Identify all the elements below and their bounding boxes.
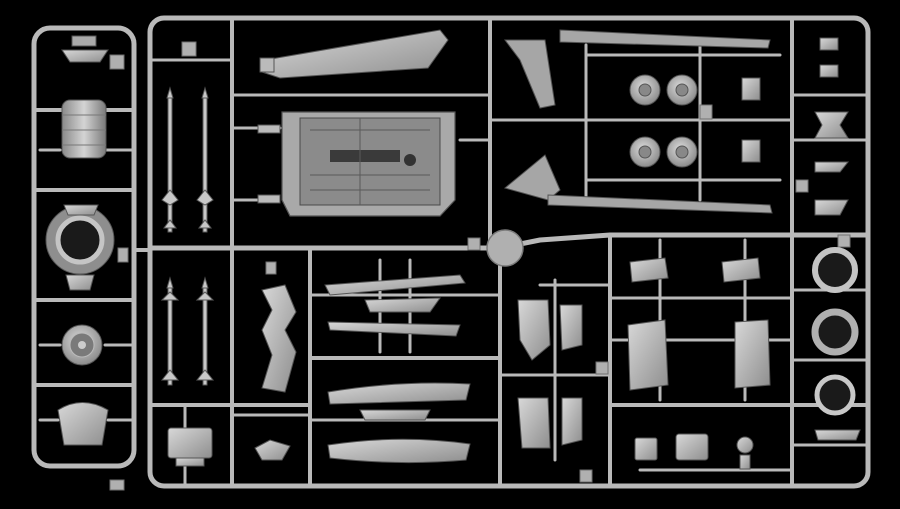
- intake-trunk: [261, 284, 297, 393]
- cockpit-tub: [257, 111, 456, 217]
- right-column-parts: [814, 37, 850, 216]
- control-surfaces: [627, 257, 771, 391]
- missile-parts: [160, 86, 215, 386]
- runner-tabs: [109, 41, 851, 491]
- long-arm-part: [259, 29, 449, 79]
- fuselage-panels: [324, 274, 471, 464]
- wheels: [629, 74, 761, 168]
- left-parts: [45, 35, 115, 446]
- bottom-left-parts: [167, 427, 291, 467]
- runner-hub: [486, 229, 524, 267]
- bottom-small-parts: [634, 433, 754, 470]
- landing-gear-struts: [503, 29, 773, 214]
- exhaust-rings: [811, 247, 861, 441]
- gear-doors: [517, 299, 583, 449]
- runner-frame: [31, 15, 871, 489]
